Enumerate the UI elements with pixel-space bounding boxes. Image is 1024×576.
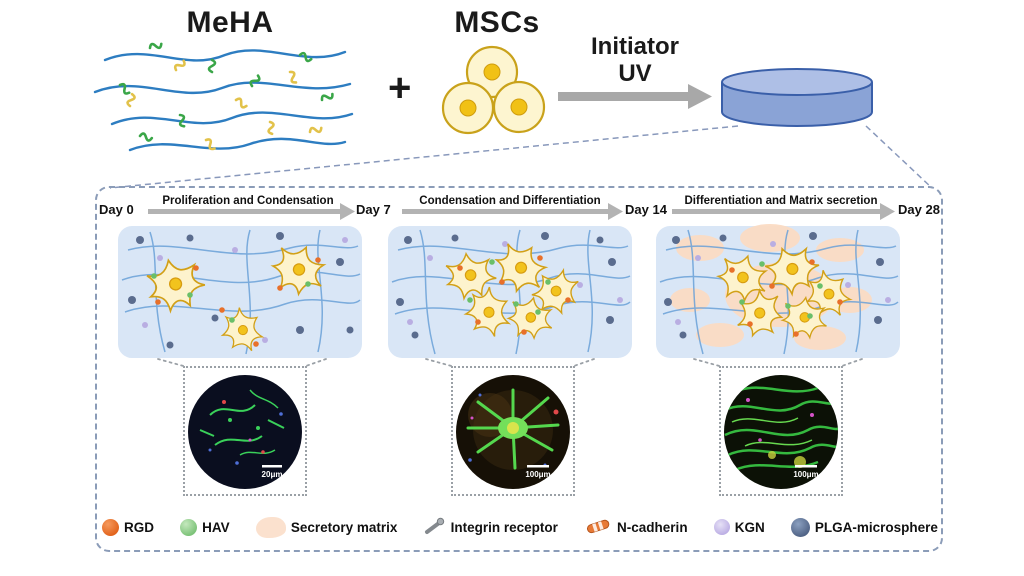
micrograph-day14 <box>456 375 570 489</box>
day-7-label: Day 7 <box>356 202 391 217</box>
scale-bar-label-1: 20μm <box>261 470 283 479</box>
micrograph-box-2 <box>451 366 575 496</box>
micrograph-day28 <box>724 375 838 489</box>
meha-label: MeHA <box>186 6 274 39</box>
process-box <box>95 186 943 552</box>
mscs-illustration <box>441 45 546 135</box>
mscs-label: MSCs <box>454 6 540 39</box>
day-0-label: Day 0 <box>99 202 134 217</box>
legend-item-integrin-receptor: Integrin receptor <box>424 517 558 538</box>
zoom-funnel-lines <box>157 358 863 368</box>
legend-label-hav: HAV <box>202 519 230 535</box>
n-cadherin-icon <box>584 518 612 537</box>
panel-day14-28-illustration <box>656 224 900 358</box>
day-14-label: Day 14 <box>625 202 667 217</box>
legend-label-secretory-matrix: Secretory matrix <box>290 519 398 535</box>
legend-label-rgd: RGD <box>124 519 154 535</box>
legend-item-rgd: RGD <box>102 518 154 536</box>
legend: RGD HAV Secretory matrix Integrin recept… <box>102 510 938 544</box>
legend-item-secretory-matrix: Secretory matrix <box>255 516 398 538</box>
micrograph-box-3 <box>719 366 843 496</box>
plus-sign: + <box>388 66 412 110</box>
day-28-label: Day 28 <box>898 202 940 217</box>
secretory-matrix-icon <box>255 516 286 538</box>
timeline-arrows <box>148 203 895 220</box>
panel-day7-14-illustration <box>388 226 632 358</box>
rgd-icon <box>102 518 119 536</box>
initiator-uv-label: Initiator UV <box>560 33 710 88</box>
legend-label-kgn: KGN <box>734 519 765 535</box>
phase-3-label: Differentiation and Matrix secretion <box>684 195 878 207</box>
integrin-receptor-icon <box>424 517 446 538</box>
panel-day0-7-illustration <box>118 226 362 360</box>
connector-lines <box>109 125 933 189</box>
micrograph-day7 <box>188 375 302 489</box>
legend-item-kgn: KGN <box>713 519 765 535</box>
scale-bar-label-3: 100μm <box>793 470 819 479</box>
legend-item-n-cadherin: N-cadherin <box>584 518 688 537</box>
meha-polymer-illustration <box>93 49 354 152</box>
initiator-label: Initiator <box>591 33 679 60</box>
phase-1-label: Proliferation and Condensation <box>162 195 334 207</box>
legend-label-n-cadherin: N-cadherin <box>617 519 688 535</box>
legend-label-plga-microsphere: PLGA-microsphere <box>814 519 938 535</box>
phase-2-label: Condensation and Differentiation <box>419 195 601 207</box>
scale-bar-label-2: 100μm <box>525 470 551 479</box>
rgd-peptide-marks <box>125 57 324 152</box>
legend-label-integrin-receptor: Integrin receptor <box>450 519 558 535</box>
kgn-icon <box>713 519 730 535</box>
uv-label: UV <box>618 59 652 87</box>
legend-item-hav: HAV <box>180 518 230 536</box>
micrograph-box-1 <box>183 366 307 496</box>
plga-microsphere-icon <box>790 517 810 537</box>
initiator-arrow <box>558 84 712 109</box>
legend-item-plga-microsphere: PLGA-microsphere <box>790 517 938 537</box>
culture-dish <box>721 68 873 127</box>
hav-icon <box>180 518 198 536</box>
